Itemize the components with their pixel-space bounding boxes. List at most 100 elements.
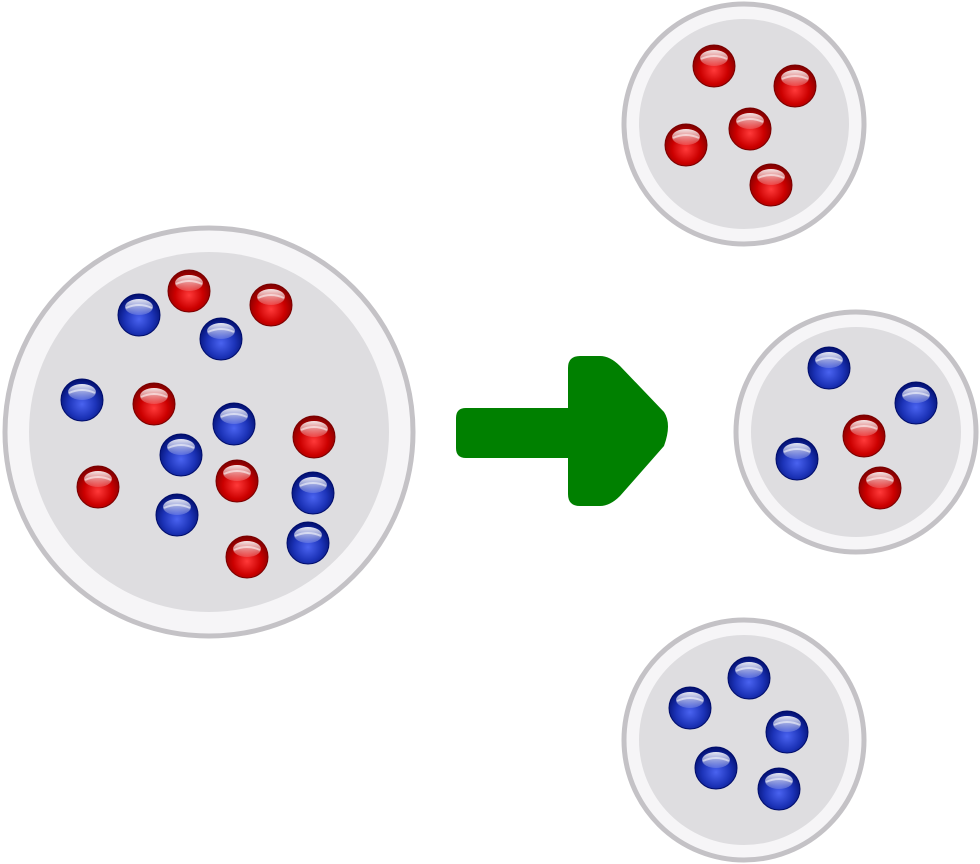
blue-ball-gloss [125, 304, 153, 309]
red-ball-gloss [736, 118, 764, 123]
blue-ball [159, 433, 203, 477]
red-ball [249, 283, 293, 327]
red-ball [167, 269, 211, 313]
blue-ball [60, 378, 104, 422]
red-ball-gloss [223, 470, 251, 475]
ball-group [664, 44, 817, 207]
blue-ball-highlight [676, 692, 704, 708]
blue-ball-highlight [765, 773, 793, 789]
red-ball-gloss [84, 476, 112, 481]
red-ball-highlight [223, 465, 251, 481]
blue-ball-gloss [765, 778, 793, 783]
red-ball-highlight [850, 420, 878, 436]
blue-ball [286, 521, 330, 565]
blue-ball-highlight [299, 477, 327, 493]
blue-ball-gloss [676, 697, 704, 702]
red-ball-gloss [850, 425, 878, 430]
red-ball-highlight [140, 388, 168, 404]
red-ball [664, 123, 708, 167]
blue-ball-highlight [702, 752, 730, 768]
red-ball-gloss [300, 426, 328, 431]
red-ball [76, 465, 120, 509]
red-ball [773, 64, 817, 108]
red-ball-highlight [84, 471, 112, 487]
blue-ball-highlight [294, 527, 322, 543]
arrow-shape [456, 356, 668, 506]
red-ball [842, 414, 886, 458]
red-ball-gloss [233, 546, 261, 551]
blue-dish [621, 617, 867, 863]
ball-group [60, 269, 336, 579]
red-dish [621, 1, 867, 247]
blue-ball-gloss [815, 357, 843, 362]
blue-ball-highlight [207, 323, 235, 339]
blue-ball [694, 746, 738, 790]
blue-ball-highlight [125, 299, 153, 315]
blue-ball-gloss [220, 413, 248, 418]
dish-well [29, 252, 389, 612]
red-ball-highlight [672, 129, 700, 145]
red-ball-highlight [866, 472, 894, 488]
blue-ball-gloss [902, 392, 930, 397]
blue-ball-highlight [220, 408, 248, 424]
blue-ball-highlight [902, 387, 930, 403]
red-ball-highlight [175, 275, 203, 291]
mixed-small-dish [733, 309, 979, 555]
blue-ball-highlight [167, 439, 195, 455]
red-ball [749, 163, 793, 207]
blue-ball-highlight [68, 384, 96, 400]
blue-ball-gloss [207, 328, 235, 333]
blue-ball [155, 493, 199, 537]
blue-ball-highlight [783, 443, 811, 459]
red-ball-gloss [175, 280, 203, 285]
blue-ball [668, 686, 712, 730]
ball-group [775, 346, 938, 510]
red-ball-gloss [672, 134, 700, 139]
red-ball [728, 107, 772, 151]
red-ball-highlight [736, 113, 764, 129]
blue-ball [807, 346, 851, 390]
red-ball-gloss [700, 55, 728, 60]
red-ball-highlight [233, 541, 261, 557]
blue-ball [212, 402, 256, 446]
blue-ball-gloss [163, 504, 191, 509]
blue-ball [894, 381, 938, 425]
blue-ball-gloss [299, 482, 327, 487]
red-ball [132, 382, 176, 426]
ball-group [668, 656, 809, 811]
mixed-dish [2, 225, 416, 639]
blue-ball-gloss [783, 448, 811, 453]
blue-ball-gloss [68, 389, 96, 394]
red-ball-gloss [866, 477, 894, 482]
blue-ball-gloss [167, 444, 195, 449]
blue-ball-highlight [735, 662, 763, 678]
red-ball-highlight [781, 70, 809, 86]
red-ball-gloss [257, 294, 285, 299]
blue-ball-highlight [773, 716, 801, 732]
blue-ball-gloss [773, 721, 801, 726]
blue-ball [727, 656, 771, 700]
blue-ball-highlight [163, 499, 191, 515]
right-arrow-icon [456, 356, 668, 506]
blue-ball-highlight [815, 352, 843, 368]
blue-ball-gloss [294, 532, 322, 537]
blue-ball [757, 767, 801, 811]
red-ball-gloss [781, 75, 809, 80]
blue-ball [117, 293, 161, 337]
blue-ball [291, 471, 335, 515]
red-ball-highlight [757, 169, 785, 185]
red-ball [292, 415, 336, 459]
red-ball-highlight [257, 289, 285, 305]
blue-ball [775, 437, 819, 481]
red-ball [858, 466, 902, 510]
blue-ball-gloss [702, 757, 730, 762]
red-ball [692, 44, 736, 88]
red-ball-gloss [140, 393, 168, 398]
blue-ball-gloss [735, 667, 763, 672]
red-ball [215, 459, 259, 503]
red-ball-gloss [757, 174, 785, 179]
blue-ball [199, 317, 243, 361]
red-ball-highlight [300, 421, 328, 437]
